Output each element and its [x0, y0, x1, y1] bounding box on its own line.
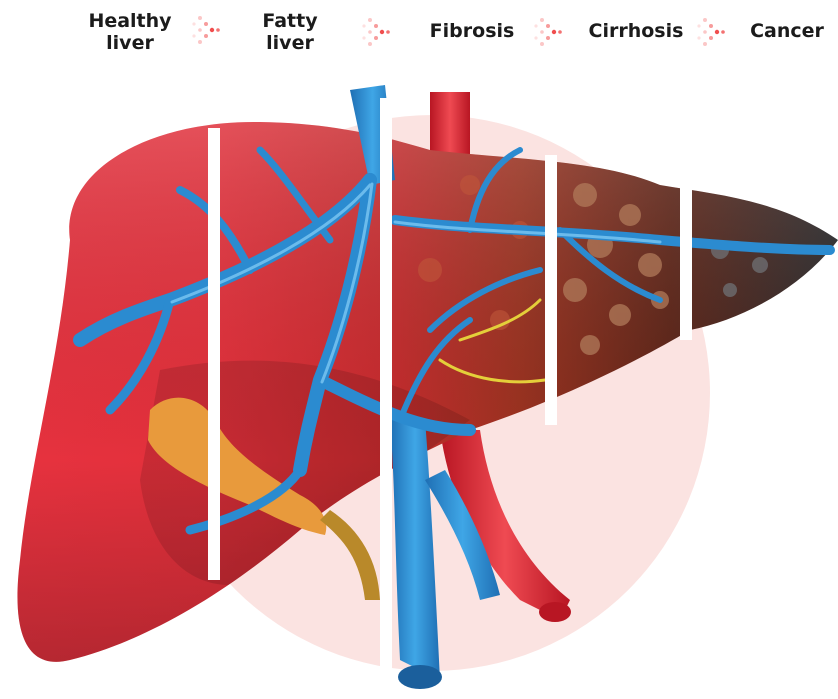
divider-2 — [380, 98, 392, 698]
divider-3 — [545, 155, 557, 425]
aorta-opening — [539, 602, 571, 622]
portal-vein-opening — [398, 665, 442, 689]
divider-1 — [208, 128, 220, 580]
divider-4 — [680, 180, 692, 340]
